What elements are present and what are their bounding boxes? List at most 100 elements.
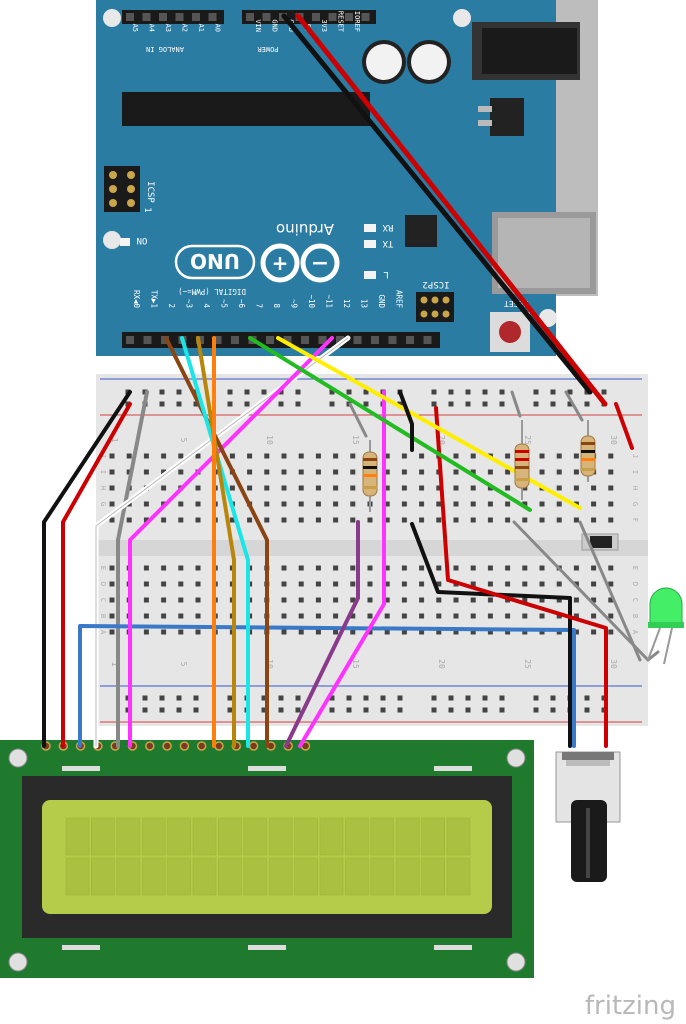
breadboard-hole bbox=[401, 597, 407, 603]
lcd-char-cell bbox=[65, 817, 90, 856]
icsp2-pin bbox=[431, 310, 439, 318]
digital-pin-label: ~6 bbox=[237, 299, 246, 309]
icsp-pin bbox=[127, 185, 135, 193]
breadboard-hole bbox=[264, 485, 270, 491]
breadboard-hole bbox=[401, 613, 407, 619]
breadboard-hole bbox=[436, 485, 442, 491]
power-pin-socket[interactable] bbox=[262, 13, 271, 21]
rail-hole bbox=[431, 695, 437, 701]
digital-pin-label: ~3 bbox=[185, 299, 194, 308]
icsp2-pin bbox=[431, 296, 439, 304]
power-pin-socket[interactable] bbox=[361, 13, 370, 21]
breadboard-hole bbox=[178, 469, 184, 475]
resistor bbox=[514, 420, 530, 500]
breadboard-hole bbox=[247, 453, 253, 459]
power-pin-label: VIN bbox=[254, 19, 262, 32]
column-number: 30 bbox=[609, 659, 618, 669]
rail-hole bbox=[159, 401, 165, 407]
power-pin-socket[interactable] bbox=[345, 13, 353, 21]
digital-pin-socket[interactable] bbox=[231, 336, 239, 344]
digital-pin-socket[interactable] bbox=[388, 336, 397, 344]
rail-hole bbox=[159, 389, 165, 395]
breadboard-hole bbox=[453, 469, 459, 475]
rail-hole bbox=[176, 695, 182, 701]
analog-pin-socket[interactable] bbox=[126, 13, 134, 21]
capacitors bbox=[362, 40, 451, 84]
green-led bbox=[647, 587, 684, 665]
digital-pin-socket[interactable] bbox=[143, 336, 152, 344]
digital-pin-socket[interactable] bbox=[336, 336, 344, 344]
rail-hole bbox=[533, 401, 539, 407]
analog-pin-socket[interactable] bbox=[142, 13, 151, 21]
breadboard-hole bbox=[315, 501, 321, 507]
breadboard-hole bbox=[178, 613, 184, 619]
breadboard-hole bbox=[487, 629, 493, 635]
analog-pin-socket[interactable] bbox=[175, 13, 184, 21]
breadboard-hole bbox=[143, 469, 149, 475]
lcd-char-cell bbox=[294, 817, 318, 856]
rail-hole bbox=[346, 695, 352, 701]
power-pin-socket[interactable] bbox=[328, 13, 337, 21]
lcd-char-cell bbox=[294, 857, 318, 896]
digital-pin-socket[interactable] bbox=[423, 336, 432, 344]
digital-pin-label: 13 bbox=[360, 299, 369, 308]
rail-hole bbox=[346, 707, 352, 713]
breadboard-hole bbox=[298, 581, 304, 587]
lcd-char-cell bbox=[345, 817, 369, 856]
wire-grey-short bbox=[510, 390, 522, 418]
breadboard-hole bbox=[539, 469, 545, 475]
analog-pin-socket[interactable] bbox=[192, 13, 200, 21]
breadboard-hole bbox=[556, 581, 562, 587]
rail-hole bbox=[465, 707, 471, 713]
row-label: J bbox=[99, 454, 107, 458]
digital-pin-socket[interactable] bbox=[283, 336, 292, 344]
breadboard-hole bbox=[522, 501, 528, 507]
rx-led bbox=[364, 224, 376, 232]
analog-pin-socket[interactable] bbox=[208, 13, 217, 21]
digital-pin-socket[interactable] bbox=[353, 336, 362, 344]
digital-pin-socket[interactable] bbox=[318, 336, 327, 344]
row-label: G bbox=[631, 502, 639, 506]
microcontroller-chip bbox=[122, 92, 370, 126]
rail-hole bbox=[431, 389, 437, 395]
rail-hole bbox=[261, 389, 267, 395]
analog-pin-label: A0 bbox=[214, 24, 222, 32]
wire-lcd-d7 bbox=[164, 336, 269, 748]
breadboard-hole bbox=[143, 581, 149, 587]
potentiometer[interactable] bbox=[555, 751, 621, 882]
icsp-pin bbox=[109, 171, 117, 179]
wire-yellow-signal bbox=[276, 336, 582, 510]
rail-hole bbox=[278, 401, 284, 407]
breadboard-hole bbox=[229, 485, 235, 491]
digital-pin-socket[interactable] bbox=[126, 336, 134, 344]
digital-pin-socket[interactable] bbox=[266, 336, 274, 344]
digital-pin-socket[interactable] bbox=[406, 336, 414, 344]
analog-header-label: ANALOG IN bbox=[146, 45, 184, 53]
breadboard-hole bbox=[539, 453, 545, 459]
rail-hole bbox=[278, 695, 284, 701]
digital-pin-socket[interactable] bbox=[301, 336, 309, 344]
digital-pin-socket[interactable] bbox=[213, 336, 222, 344]
power-pin-socket[interactable] bbox=[246, 13, 254, 21]
digital-header-label: DIGITAL (PWM=~) bbox=[178, 287, 246, 296]
digital-pin-socket[interactable] bbox=[371, 336, 379, 344]
wire-lcd-d6 bbox=[180, 336, 250, 748]
breadboard-hole bbox=[178, 565, 184, 571]
breadboard-hole bbox=[161, 581, 167, 587]
breadboard-hole bbox=[539, 613, 545, 619]
rail-hole bbox=[448, 401, 454, 407]
icsp2-header: ICSP2 bbox=[416, 279, 454, 322]
rail-hole bbox=[601, 389, 607, 395]
rail-hole bbox=[176, 389, 182, 395]
rail-hole bbox=[193, 401, 199, 407]
breadboard-hole bbox=[195, 517, 201, 523]
breadboard-hole bbox=[608, 517, 614, 523]
lcd-char-cell bbox=[91, 817, 115, 856]
column-number: 20 bbox=[437, 659, 446, 669]
analog-pin-socket[interactable] bbox=[159, 13, 167, 21]
reset-button[interactable] bbox=[490, 312, 530, 352]
power-header bbox=[242, 10, 376, 24]
power-pin-socket[interactable] bbox=[312, 13, 320, 21]
breadboard-hole bbox=[350, 629, 356, 635]
